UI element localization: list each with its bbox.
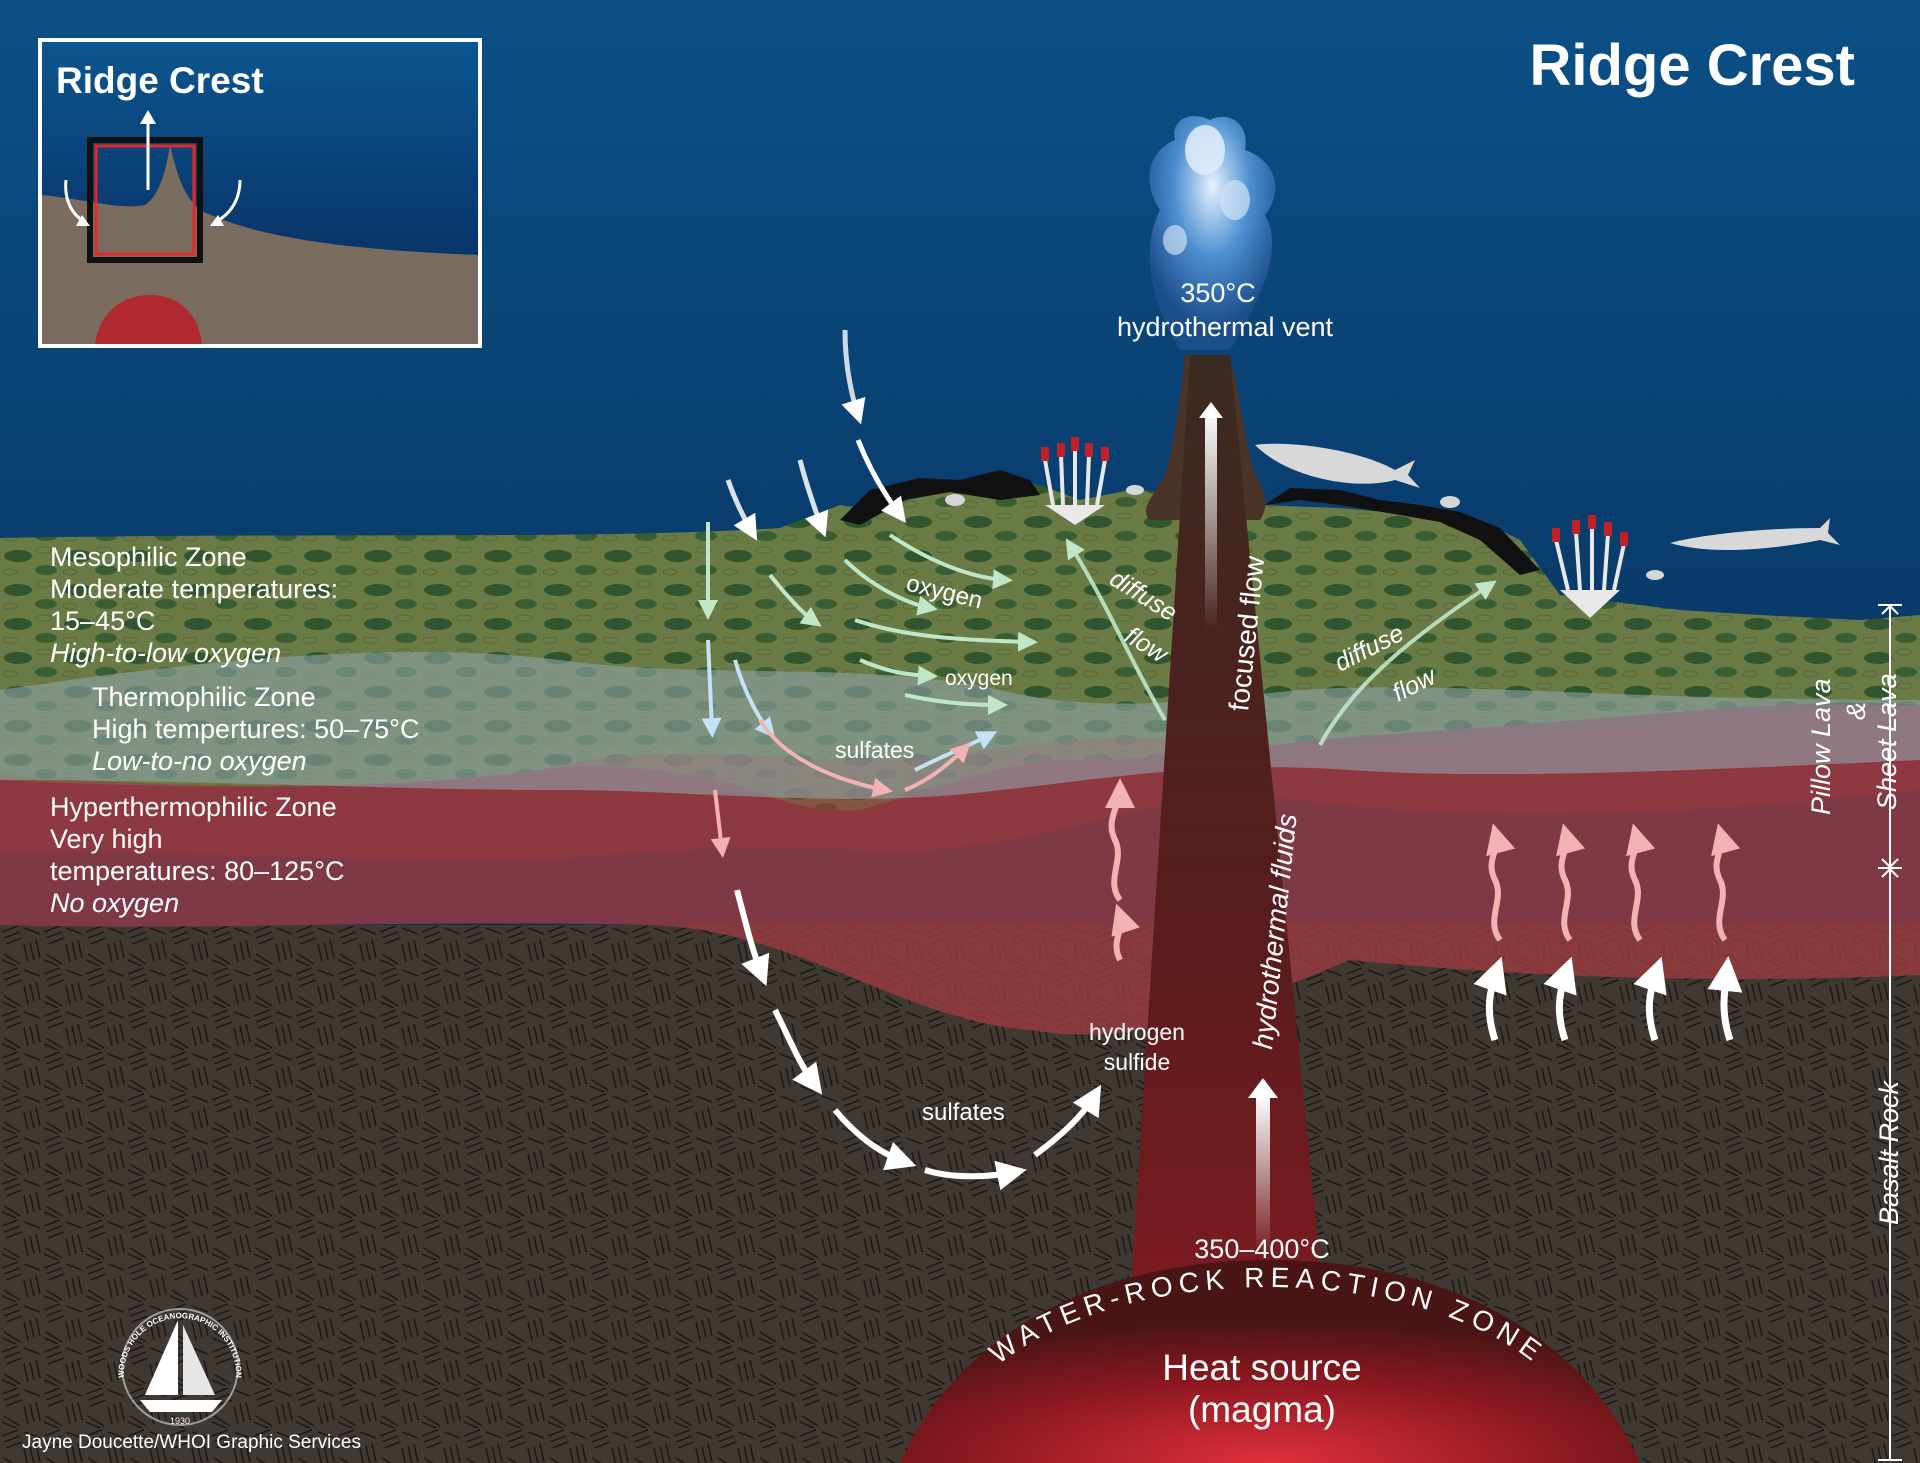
deep-circulation-arrows [734, 889, 1743, 1191]
sheet-lava-label: Sheet Lava [1872, 673, 1902, 810]
tube-worm-cluster [1552, 515, 1628, 618]
logo-year: 1930 [170, 1416, 190, 1426]
seafloor-crust-right [1265, 488, 1540, 575]
focused-flow-arrow [1199, 402, 1223, 630]
crab [945, 485, 1664, 580]
location-inset: Ridge Crest [38, 38, 482, 348]
magma-heat-source [900, 1260, 1640, 1463]
oxygen-arrows [698, 522, 1497, 746]
thermophilic-zone-label: Thermophilic Zone High tempertures: 50–7… [92, 682, 419, 776]
sulfates-label: sulfates [835, 737, 914, 763]
meso-line-3: 15–45°C [50, 606, 155, 636]
oxygen-label: oxygen [945, 667, 1013, 690]
meso-line-4: High-to-low oxygen [50, 638, 281, 668]
vent-plume [1149, 116, 1276, 350]
fish [1255, 443, 1840, 551]
thermophilic-band [0, 651, 1920, 799]
thermo-line-3: Low-to-no oxygen [92, 746, 307, 776]
basalt-rock-label: Basalt Rock [1874, 1079, 1904, 1225]
hyper-line-3: temperatures: 80–125°C [50, 856, 344, 886]
meso-line-1: Mesophilic Zone [50, 542, 247, 572]
tube-worm-cluster [1041, 437, 1109, 525]
heat-source-label: Heat source [1162, 1347, 1362, 1388]
focused-flow-column [1120, 355, 1340, 1463]
seafloor-crust-left [840, 470, 1040, 525]
image-credit: Jayne Doucette/WHOI Graphic Services [22, 1432, 361, 1453]
sulfide-label: sulfide [1104, 1049, 1170, 1075]
hyperthermophilic-zone-label: Hyperthermophilic Zone Very high tempera… [50, 792, 344, 918]
vent-label: hydrothermal vent [1117, 312, 1334, 342]
hydrogen-label: hydrogen [1089, 1019, 1185, 1045]
page-title: Ridge Crest [1529, 33, 1855, 98]
hyper-line-2: Very high [50, 824, 163, 854]
sulfate-arrows [710, 718, 1741, 962]
seawater-inflow-arrows [725, 329, 906, 541]
depth-scale-bar [1878, 604, 1902, 1461]
deep-temperature: 350–400°C [1194, 1234, 1329, 1264]
hyper-line-1: Hyperthermophilic Zone [50, 792, 337, 822]
deep-flow-arrow [1248, 1078, 1278, 1255]
magma-label: (magma) [1188, 1389, 1336, 1430]
vent-temperature: 350°C [1180, 278, 1255, 308]
mesophilic-zone-label: Mesophilic Zone Moderate temperatures: 1… [50, 542, 338, 668]
hyper-line-4: No oxygen [50, 888, 179, 918]
pillow-lava-label: Pillow Lava [1806, 678, 1836, 815]
thermo-line-2: High tempertures: 50–75°C [92, 714, 419, 744]
scale-ampersand: & [1841, 702, 1871, 720]
meso-line-2: Moderate temperatures: [50, 574, 338, 604]
inset-title: Ridge Crest [56, 60, 264, 101]
thermo-line-1: Thermophilic Zone [92, 682, 316, 712]
sulfates-label: sulfates [922, 1099, 1005, 1126]
